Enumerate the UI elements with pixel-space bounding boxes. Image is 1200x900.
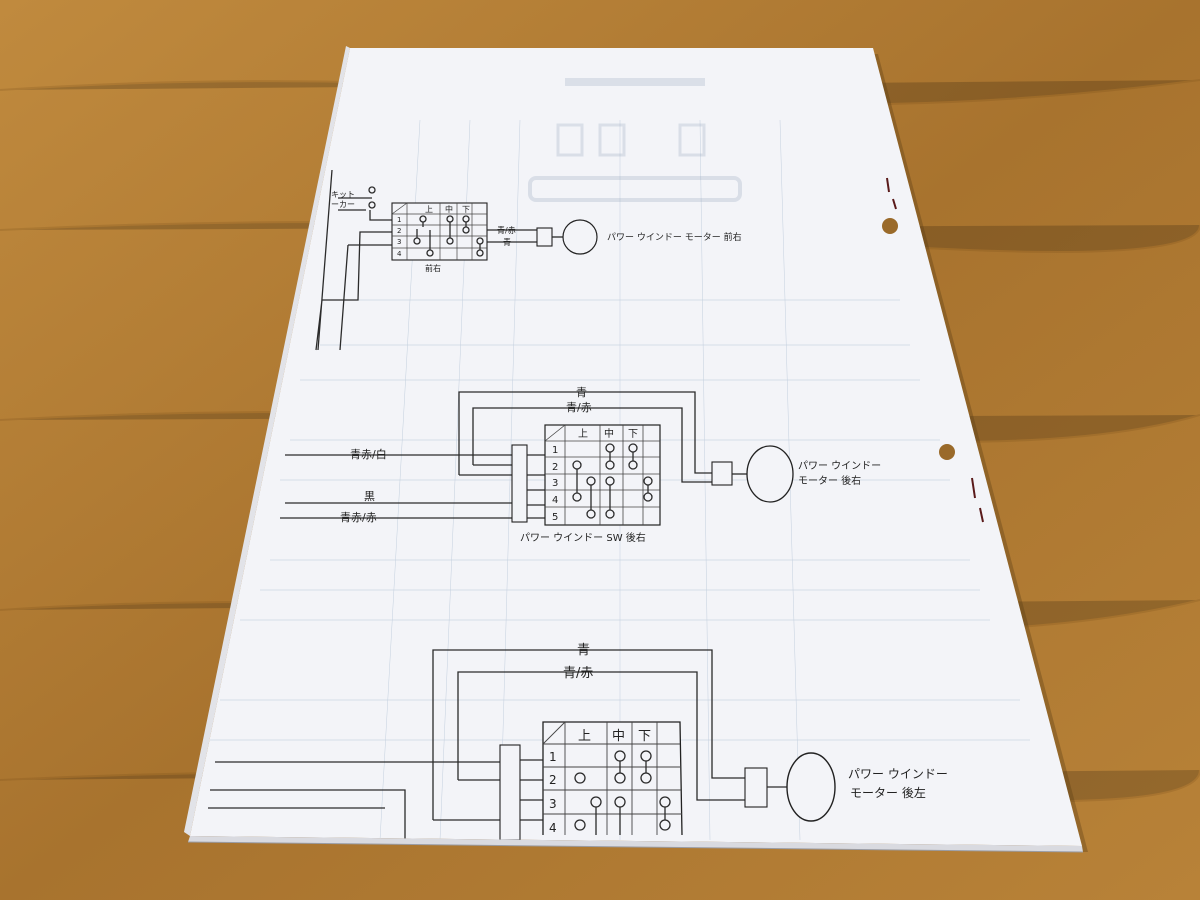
grid-row-number: 4 [552,495,558,506]
switch-label: 前右 [425,263,441,273]
grid-header: 中 [445,204,453,214]
grid-row-number: 1 [397,216,401,224]
wire-label: 青 [577,643,590,658]
connector [499,744,521,841]
wire-label: 青赤/白 [350,447,387,461]
breaker-label: ーカー [331,200,355,209]
motor-label: パワー ウインドー [798,460,881,472]
breaker-contact-icon [368,186,376,194]
wire-label: 青/赤 [497,225,516,235]
grid-row-number: 4 [397,250,402,258]
grid-header: 下 [628,429,638,440]
motor-label: モーター 後右 [798,474,861,487]
motor-icon [746,445,794,503]
grid-header: 下 [462,205,470,214]
connector [536,227,553,247]
wire-label: 青 [503,237,511,247]
wire-label: 青赤/赤 [340,511,377,524]
breaker-contact-icon [368,201,376,209]
grid-header: 上 [425,205,433,214]
margin-marks [886,177,984,523]
wire-label: 青/赤 [563,666,593,681]
grid-row-number: 3 [397,238,401,246]
grid-header: 中 [612,729,625,744]
motor-label: パワー ウインドー [848,767,948,781]
switch-grid-front-right: 上 中 下 1 2 3 4 [391,202,488,261]
wire-label: 青 [576,386,587,399]
wire-label: 青/赤 [566,401,592,414]
switch-grid-rear-left: 上 中 下 1 2 3 4 [542,721,683,836]
motor-icon [786,752,836,822]
switch-grid-rear-right: 上 中 下 1 2 3 4 5 [544,424,661,526]
grid-row-number: 3 [552,478,558,489]
grid-header: 下 [638,729,651,744]
grid-row-number: 1 [549,750,557,764]
paper-edge [184,46,350,836]
connector [711,461,733,486]
grid-row-number: 5 [552,512,558,523]
bleed-through-print [528,78,742,202]
grid-row-number: 3 [549,797,557,811]
bottom-section: 青 青/赤 上 中 下 1 2 3 4 [208,643,948,841]
grid-row-number: 2 [397,227,401,235]
switch-label: パワー ウインドー SW 後右 [520,531,646,544]
grid-row-number: 4 [549,821,557,835]
connector [511,444,528,523]
wire-label: 黒 [364,490,375,503]
motor-label: モーター 後左 [850,785,926,800]
page-stack-edge [187,836,1084,853]
breaker-label: キット [331,190,355,199]
punch-hole [939,444,955,460]
grid-header: 上 [578,729,591,744]
grid-header: 中 [604,427,614,440]
connector [744,767,768,808]
punch-hole [882,218,898,234]
grid-row-number: 2 [549,773,557,787]
top-section: キット ーカー 上 中 下 1 2 3 4 [315,169,742,351]
grid-header: 上 [578,428,588,440]
motor-icon [562,219,598,255]
motor-label: パワー ウインドー モーター 前右 [607,231,742,243]
grid-row-number: 2 [552,462,558,473]
middle-section: 青 青/赤 青赤/白 黒 青赤/赤 上 中 下 1 2 3 4 5 [280,386,881,544]
grid-row-number: 1 [552,445,558,456]
